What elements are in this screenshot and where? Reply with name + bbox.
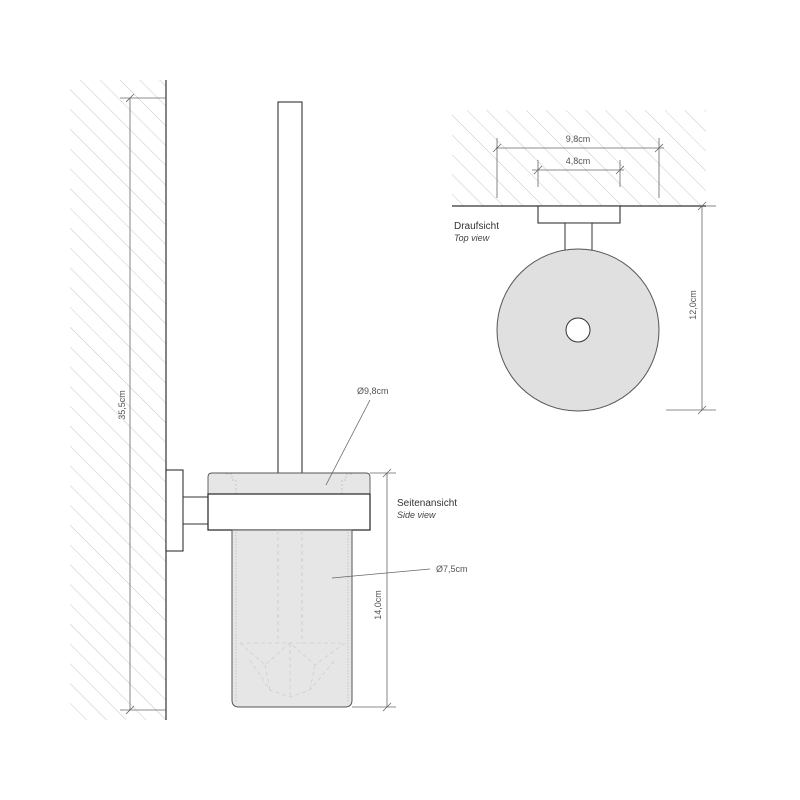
top-handle-hole [565, 317, 591, 343]
dim-outer-width [492, 138, 664, 198]
top-view-title: Draufsicht [454, 221, 499, 232]
holder-ring [207, 493, 371, 531]
top-view: 9,8cm 4,8cm 12,0cm Draufsicht Top view [452, 110, 716, 415]
label-outer-width: 9,8cm [566, 134, 591, 144]
leader-holder-diameter [325, 399, 371, 486]
label-total-height: 35,5cm [117, 390, 127, 420]
leader-glass-diameter [331, 568, 431, 579]
top-view-subtitle: Top view [454, 233, 490, 243]
side-view-subtitle: Side view [397, 510, 436, 520]
label-mount-width: 4,8cm [566, 156, 591, 166]
glass-body [231, 529, 353, 708]
side-view-title: Seitenansicht [397, 498, 457, 509]
brush-handle [277, 101, 303, 475]
side-view: 35,5cm Ø9,8cm Ø7,5cm 14,0cm Seitenansich… [70, 80, 468, 720]
label-glass-diameter: Ø7,5cm [436, 564, 468, 574]
label-glass-height: 14,0cm [373, 590, 383, 620]
lid-inner-right-dashed [341, 473, 352, 494]
dim-mount-width [532, 160, 625, 187]
lid-inner-left-dashed [226, 473, 237, 494]
dim-depth [666, 201, 716, 415]
top-wall-hatch [452, 110, 706, 206]
wall-hatch [70, 80, 166, 720]
dim-total-height [120, 93, 166, 715]
dim-glass-height [352, 468, 396, 712]
label-depth: 12,0cm [688, 290, 698, 320]
wall-bracket-plate [165, 469, 184, 552]
brush-head-hidden [239, 642, 346, 698]
top-mount-plate [537, 205, 621, 224]
label-holder-diameter: Ø9,8cm [357, 386, 389, 396]
top-arm [564, 222, 593, 251]
